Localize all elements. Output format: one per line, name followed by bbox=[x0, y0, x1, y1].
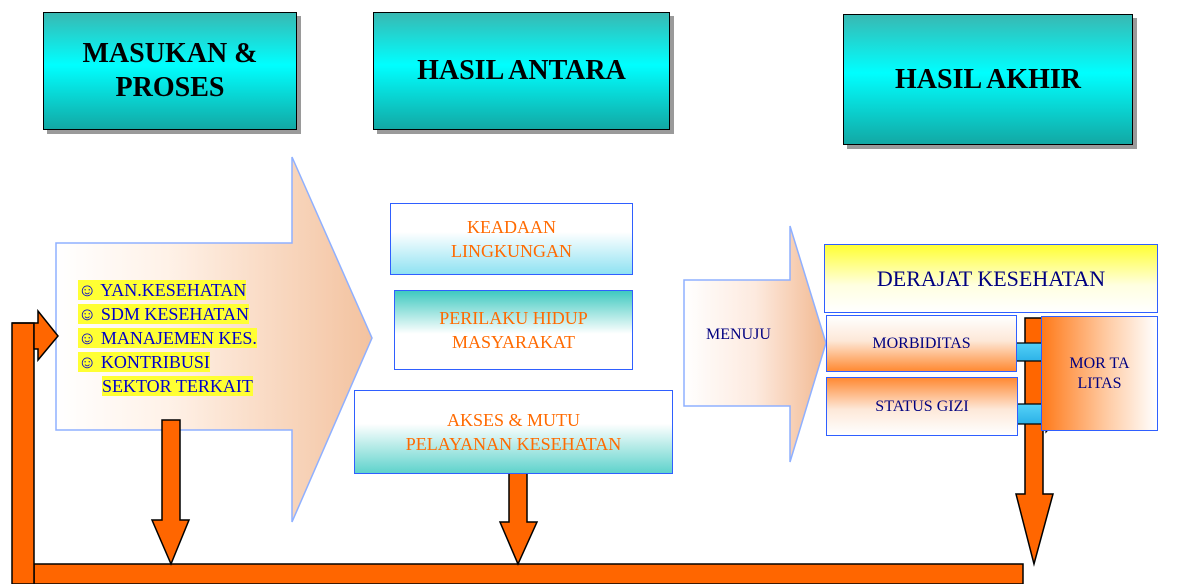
box-derajat-kesehatan: DERAJAT KESEHATAN bbox=[824, 244, 1158, 313]
box-akses-mutu: AKSES & MUTU PELAYANAN KESEHATAN bbox=[354, 390, 673, 474]
box-status-gizi: STATUS GIZI bbox=[826, 377, 1018, 436]
mortalitas-line-2: LITAS bbox=[1077, 374, 1122, 392]
input-down-arrow bbox=[150, 419, 191, 566]
feedback-left-line bbox=[11, 322, 35, 584]
access-line-1: AKSES & MUTU bbox=[446, 410, 580, 430]
box-morbiditas: MORBIDITAS bbox=[826, 315, 1017, 372]
header-input-process: MASUKAN & PROSES bbox=[43, 12, 297, 130]
list-item: SEKTOR TERKAIT bbox=[102, 376, 253, 396]
list-item: ☺ KONTRIBUSI bbox=[78, 352, 210, 372]
header-intermediate: HASIL ANTARA bbox=[373, 12, 670, 130]
mortalitas-line-1: MOR TA bbox=[1069, 354, 1130, 372]
box-perilaku-hidup: PERILAKU HIDUP MASYARAKAT bbox=[394, 290, 633, 370]
status-gizi-label: STATUS GIZI bbox=[875, 397, 969, 415]
header-final-label: HASIL AKHIR bbox=[895, 63, 1081, 95]
behavior-line-1: PERILAKU HIDUP bbox=[439, 308, 588, 328]
header-final: HASIL AKHIR bbox=[843, 14, 1133, 145]
morbiditas-label: MORBIDITAS bbox=[872, 334, 971, 352]
input-list: ☺ YAN.KESEHATAN ☺ SDM KESEHATAN ☺ MANAJE… bbox=[78, 278, 298, 398]
env-line-1: KEADAAN bbox=[466, 217, 556, 237]
list-item: ☺ YAN.KESEHATAN bbox=[78, 280, 247, 300]
list-item: ☺ MANAJEMEN KES. bbox=[78, 328, 257, 348]
box-mortalitas: MOR TA LITAS bbox=[1041, 316, 1158, 431]
feedback-bar bbox=[33, 563, 1024, 584]
access-down-arrow bbox=[498, 467, 539, 566]
feedback-left-arrowhead bbox=[12, 308, 59, 363]
derajat-label: DERAJAT KESEHATAN bbox=[876, 265, 1106, 291]
menuju-arrow bbox=[683, 225, 827, 463]
box-keadaan-lingkungan: KEADAAN LINGKUNGAN bbox=[390, 203, 633, 275]
list-item: ☺ SDM KESEHATAN bbox=[78, 304, 249, 324]
header-intermediate-label: HASIL ANTARA bbox=[417, 55, 626, 86]
header-input-label: MASUKAN & PROSES bbox=[82, 38, 258, 103]
menuju-label: MENUJU bbox=[706, 326, 771, 343]
access-line-2: PELAYANAN KESEHATAN bbox=[405, 434, 622, 454]
env-line-2: LINGKUNGAN bbox=[451, 241, 572, 261]
behavior-line-2: MASYARAKAT bbox=[451, 332, 576, 352]
